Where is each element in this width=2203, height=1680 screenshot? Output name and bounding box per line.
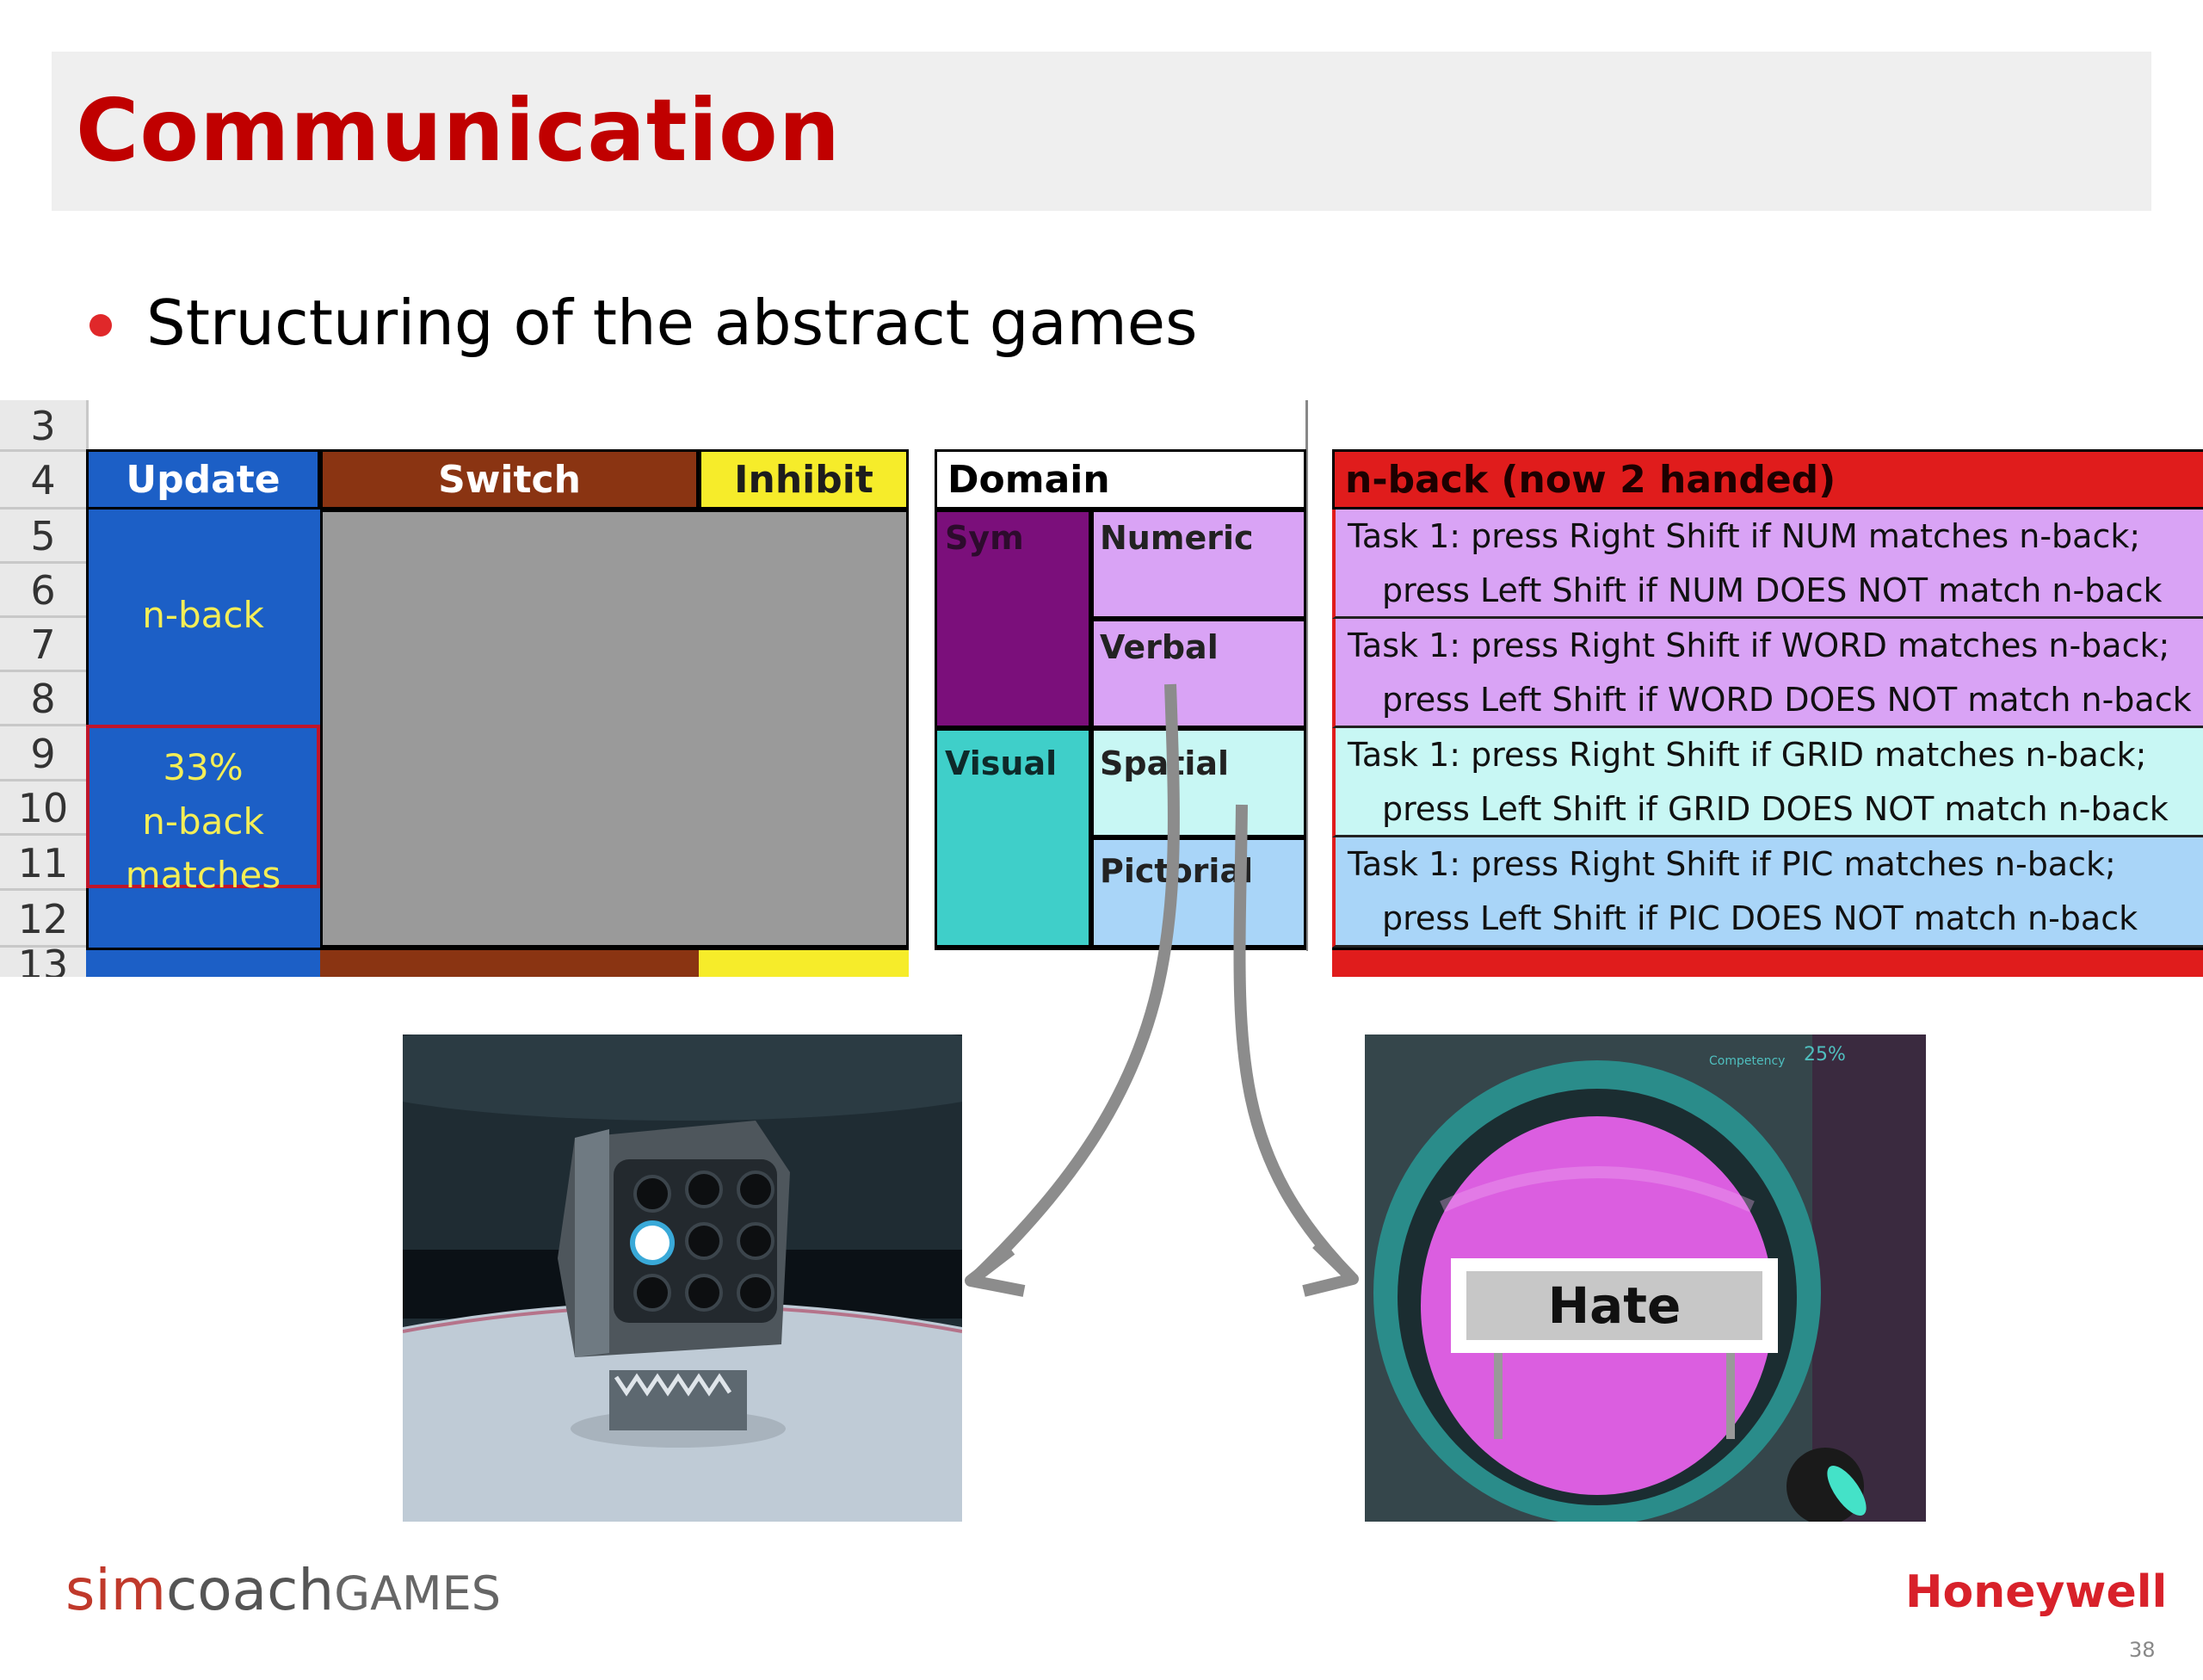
row-number: 10 (0, 781, 86, 836)
hud-label: Competency (1709, 1054, 1785, 1068)
row-number: 8 (0, 672, 86, 726)
row-number: 7 (0, 618, 86, 672)
switch-inhibit-merged (320, 510, 909, 948)
update-cell-nback-bg (86, 510, 320, 725)
arrowhead-verbal (1302, 1238, 1359, 1297)
row13-nback (1332, 948, 2203, 977)
arrowhead-spatial (965, 1245, 1026, 1297)
row-number: 11 (0, 836, 86, 891)
row-number: 9 (0, 726, 86, 781)
row13-switch (320, 948, 699, 977)
game-screenshot-spatial (403, 1035, 962, 1522)
task-grid: Task 1: press Right Shift if GRID matche… (1332, 728, 2203, 837)
update-cell-nback: n-back (142, 594, 264, 636)
task-pic-line1: Task 1: press Right Shift if PIC matches… (1348, 845, 2116, 883)
row-number: 6 (0, 564, 86, 618)
logo-coach: coach (166, 1557, 335, 1623)
update-cell-nback-2: n-back (142, 800, 264, 843)
task-grid-line1: Task 1: press Right Shift if GRID matche… (1348, 736, 2147, 774)
title-bar (52, 52, 2151, 211)
header-nback: n-back (now 2 handed) (1332, 449, 2203, 510)
update-cell-matches-bg (86, 725, 320, 888)
domain-sym (935, 510, 1091, 728)
domain-verbal-label: Verbal (1100, 628, 1219, 666)
domain-spatial (1091, 728, 1306, 837)
header-inhibit: Inhibit (699, 449, 909, 510)
domain-sym-label: Sym (945, 519, 1024, 557)
task-num-line2: press Left Shift if NUM DOES NOT match n… (1382, 571, 2163, 609)
task-pic-line2: press Left Shift if PIC DOES NOT match n… (1382, 899, 2138, 937)
grid-line (86, 400, 89, 452)
row-number: 5 (0, 510, 86, 564)
bullet-text: Structuring of the abstract games (146, 287, 1198, 359)
domain-visual (935, 728, 1091, 948)
slide-title: Communication (76, 80, 841, 181)
honeywell-logo: Honeywell (1905, 1566, 2168, 1618)
task-num-line1: Task 1: press Right Shift if NUM matches… (1348, 517, 2141, 555)
grid-line (1305, 400, 1308, 951)
domain-pictorial (1091, 837, 1306, 948)
task-grid-line2: press Left Shift if GRID DOES NOT match … (1382, 790, 2169, 828)
simcoach-logo: simcoachGAMES (65, 1556, 501, 1628)
header-update: Update (86, 449, 320, 510)
update-cell-empty (86, 888, 320, 948)
row-number: 4 (0, 452, 86, 510)
logo-games: GAMES (334, 1566, 502, 1621)
row13-update (86, 948, 320, 977)
arrow-to-verbal (1233, 804, 1356, 1282)
header-switch: Switch (320, 449, 699, 510)
verbal-game-art: Competency 25% (1365, 1035, 1926, 1522)
page-number: 38 (2129, 1638, 2156, 1662)
spreadsheet-excerpt: 3 4 5 6 7 8 9 10 11 12 13 Update Switch … (0, 400, 2203, 977)
domain-spatial-label: Spatial (1100, 744, 1230, 782)
task-word-line1: Task 1: press Right Shift if WORD matche… (1348, 627, 2170, 664)
row13-inhibit (699, 948, 909, 977)
task-word-line2: press Left Shift if WORD DOES NOT match … (1382, 681, 2192, 719)
word-card: Hate (1547, 1276, 1682, 1335)
row-number: 3 (0, 400, 86, 452)
row-number: 12 (0, 891, 86, 948)
update-cell-pct: 33% (163, 746, 244, 788)
header-domain: Domain (935, 449, 1306, 510)
bullet-dot (89, 314, 112, 337)
hud-value: 25% (1804, 1044, 1846, 1065)
spatial-game-art (403, 1035, 962, 1522)
task-word: Task 1: press Right Shift if WORD matche… (1332, 619, 2203, 728)
task-pic: Task 1: press Right Shift if PIC matches… (1332, 837, 2203, 948)
row-number: 13 (0, 945, 86, 977)
domain-visual-label: Visual (945, 744, 1058, 782)
domain-numeric (1091, 510, 1306, 619)
domain-numeric-label: Numeric (1100, 519, 1254, 557)
domain-verbal (1091, 619, 1306, 728)
logo-sim: sim (65, 1557, 167, 1623)
arrow-to-spatial (968, 683, 1180, 1286)
task-num: Task 1: press Right Shift if NUM matches… (1332, 510, 2203, 619)
game-screenshot-verbal: Competency 25% Hate (1365, 1035, 1926, 1522)
